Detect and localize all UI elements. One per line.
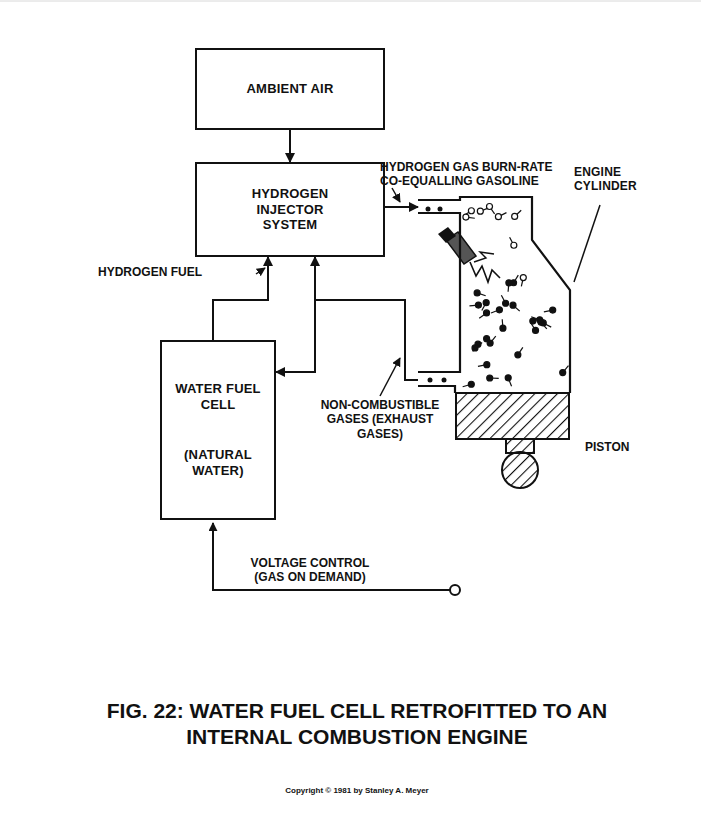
molecule-dot [533, 327, 539, 333]
molecule-dot [426, 207, 431, 212]
leader-line [392, 188, 400, 202]
molecule-dot [468, 208, 474, 214]
molecule-dot [510, 302, 516, 308]
crank-pin [502, 452, 538, 488]
cylinder-outline [418, 195, 572, 393]
edge-label: HYDROGEN FUEL [98, 265, 258, 279]
molecule-dot [550, 307, 556, 313]
molecule-dot [484, 362, 490, 368]
gas-molecules [426, 203, 569, 387]
molecule-dot [496, 307, 502, 313]
process-box: HYDROGEN INJECTOR SYSTEM [195, 162, 385, 257]
molecule-dot [477, 208, 483, 214]
node-title: AMBIENT AIR [247, 81, 334, 97]
molecule-dot [512, 213, 518, 219]
fuel-cell-box: WATER FUEL CELL (NATURAL WATER) [160, 340, 276, 520]
node-title: ENGINE CYLINDER [574, 165, 660, 194]
leader-line [574, 205, 600, 282]
molecule-dot [487, 203, 493, 209]
cylinder-wall [418, 197, 570, 393]
molecule-dot [500, 325, 506, 331]
molecule-dot [511, 242, 517, 248]
molecule-dot [487, 340, 493, 346]
engine-cylinder: ENGINE CYLINDER [418, 195, 572, 393]
flow-connector [213, 257, 268, 340]
part-label: PISTON [585, 440, 665, 454]
connecting-rod [506, 439, 534, 453]
molecule-dot [438, 207, 443, 212]
molecule-dot [468, 381, 474, 387]
flow-connector [385, 206, 418, 208]
cylinder-wall [418, 213, 460, 372]
spark-plug [438, 227, 500, 282]
process-box: AMBIENT AIR [195, 48, 385, 130]
flow-connector [276, 300, 418, 380]
molecule-dot [474, 290, 480, 296]
cylinder-wall [418, 386, 455, 393]
piston-head [456, 393, 569, 439]
node-title: WATER FUEL CELL [172, 381, 264, 412]
node-title: HYDROGEN INJECTOR SYSTEM [230, 186, 350, 233]
edge-label: NON-COMBUSTIBLE GASES (EXHAUST GASES) [320, 398, 440, 441]
molecule-tail [473, 344, 478, 351]
flow-connector [315, 257, 418, 380]
molecule-dot [506, 280, 512, 286]
terminal-circle [450, 585, 460, 595]
figure-caption: FIG. 22: WATER FUEL CELL RETROFITTED TO … [97, 698, 617, 751]
edge-label: HYDROGEN GAS BURN-RATE CO-EQUALLING GASO… [380, 160, 570, 189]
molecule-dot [495, 214, 501, 220]
molecule-dot [428, 378, 433, 383]
molecule-dot [483, 300, 489, 306]
molecule-dot [472, 345, 478, 351]
leader-line [380, 358, 400, 396]
molecule-dot [520, 275, 526, 281]
molecule-dot [560, 370, 566, 376]
molecule-dot [503, 300, 509, 306]
molecule-dot [442, 378, 447, 383]
control-label: VOLTAGE CONTROL (GAS ON DEMAND) [235, 556, 385, 585]
flow-connector [289, 130, 291, 162]
molecule-dot [515, 352, 521, 358]
frame-line [0, 1, 701, 2]
molecule-dot [537, 317, 543, 323]
leader-line [256, 268, 265, 274]
copyright-note: Copyright © 1981 by Stanley A. Meyer [200, 786, 514, 796]
control-wire [213, 523, 450, 590]
molecule-dot [487, 375, 493, 381]
molecule-dot [505, 375, 511, 381]
molecule-dot [484, 310, 490, 316]
molecule-dot [463, 214, 469, 220]
node-subtitle: (NATURAL WATER) [172, 447, 264, 478]
molecule-dot [475, 302, 481, 308]
